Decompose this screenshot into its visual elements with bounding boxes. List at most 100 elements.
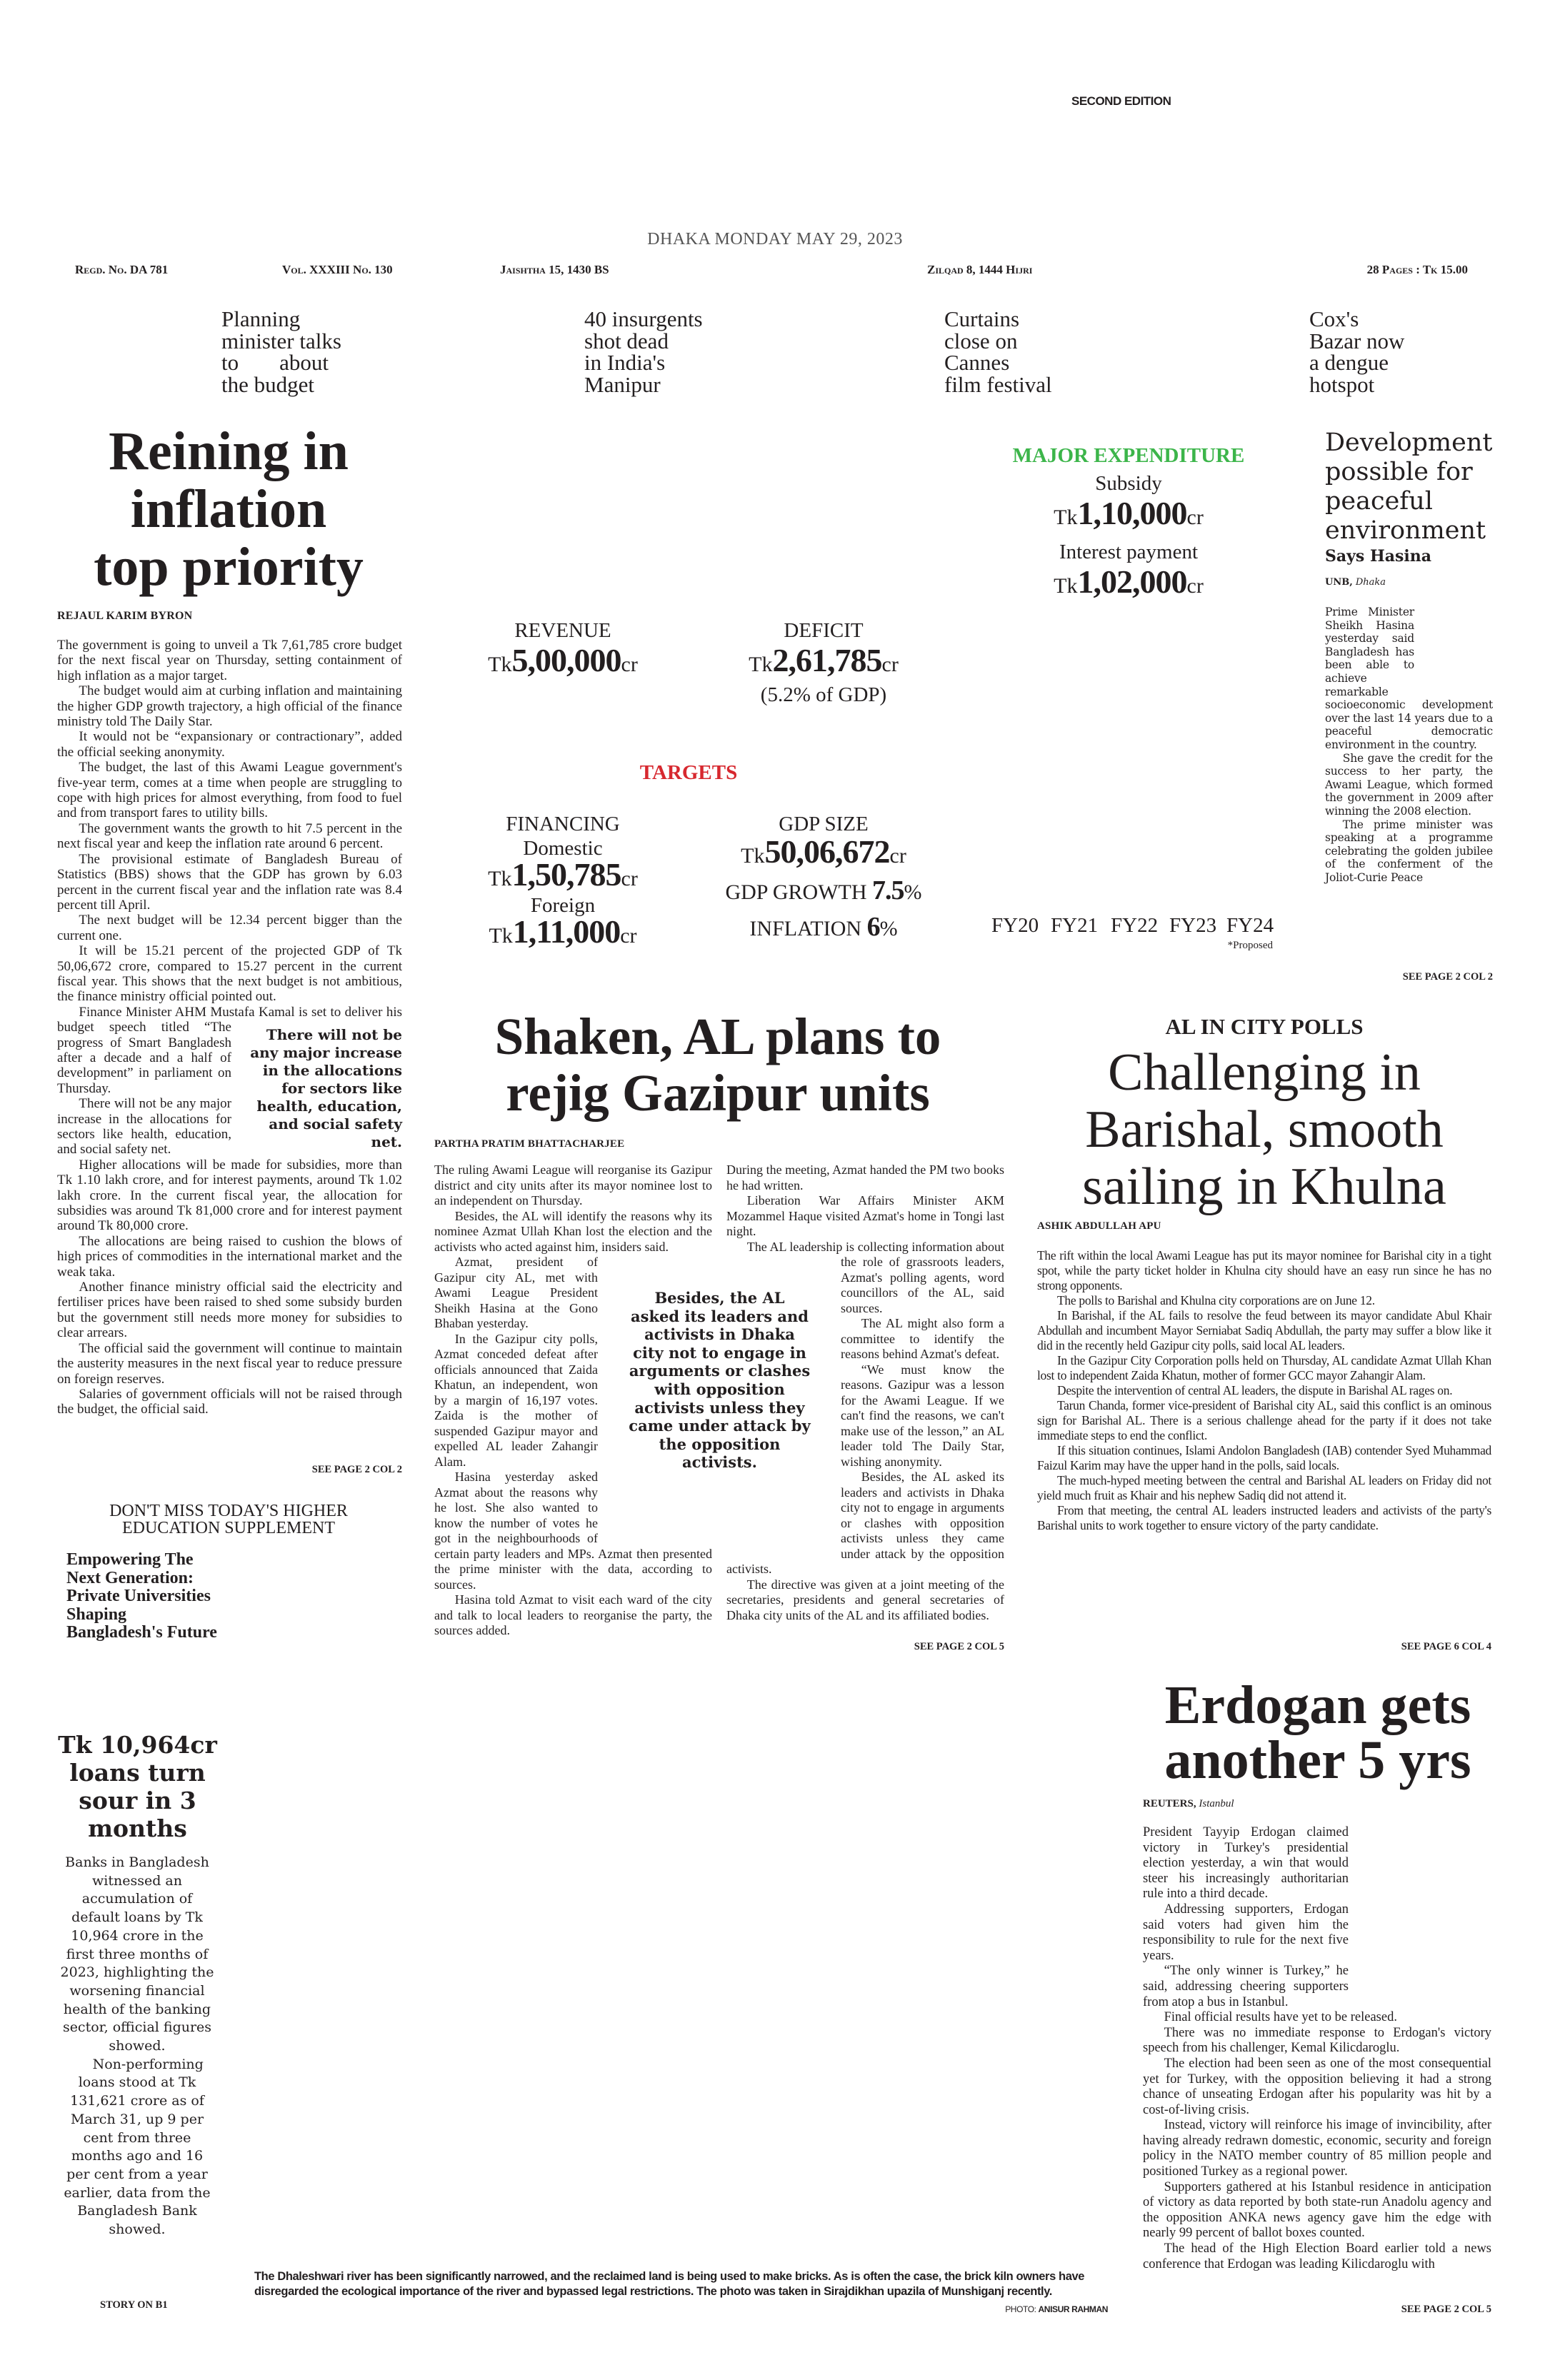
revenue-value: Tk5,00,000cr	[413, 643, 713, 683]
unit: %	[904, 880, 922, 904]
paragraph: The official said the government will co…	[57, 1340, 402, 1387]
polls-continued-link[interactable]: SEE PAGE 6 COL 4	[1401, 1641, 1491, 1652]
teaser-line: close on	[944, 328, 1018, 353]
paragraph: President Tayyip Erdogan claimed victory…	[1143, 1825, 1349, 1902]
polls-paragraphs: The rift within the local Awami League h…	[1037, 1248, 1491, 1533]
teaser-coxs-bazar[interactable]: Cox's Bazar now a dengue hotspot	[1309, 308, 1474, 396]
volume-number: Vol. XXXIII No. 130	[282, 263, 393, 276]
agency: UNB,	[1325, 577, 1353, 588]
unit: cr	[1186, 506, 1204, 529]
hasina-continued-link[interactable]: SEE PAGE 2 COL 2	[1402, 971, 1493, 983]
gazipur-continued-link[interactable]: SEE PAGE 2 COL 5	[914, 1641, 1004, 1652]
budget-pull-quote: There will not be any major increase in …	[250, 1026, 402, 1150]
paragraph: It would not be “expansionary or contrac…	[57, 729, 402, 760]
unit: cr	[620, 924, 637, 948]
headline-line: top priority	[94, 537, 364, 597]
unit: cr	[621, 653, 638, 676]
paragraph: In Barishal, if the AL fails to resolve …	[1037, 1308, 1491, 1352]
paragraph: Prime Minister Sheikh Hasina yesterday s…	[1325, 606, 1493, 751]
paragraph: Final official results have yet to be re…	[1164, 2010, 1397, 2025]
subsidy-label: Subsidy	[1095, 472, 1162, 495]
headline-line: Erdogan gets	[1164, 1675, 1471, 1735]
unit: cr	[889, 844, 906, 868]
currency-prefix: Tk	[1054, 574, 1078, 598]
inflation: INFLATION 6%	[674, 911, 974, 945]
paragraph: The AL might also form a committee to id…	[841, 1316, 1004, 1361]
gazipur-headline[interactable]: Shaken, AL plans to rejig Gazipur units	[443, 1008, 993, 1121]
teaser-line: 40 insurgents	[584, 306, 703, 331]
paragraph: Instead, victory will reinforce his imag…	[1143, 2118, 1491, 2179]
gdp-size-value: Tk50,06,672cr	[674, 835, 974, 872]
paragraph: Another finance ministry official said t…	[57, 1280, 402, 1341]
paragraph: During the meeting, Azmat handed the PM …	[726, 1163, 1004, 1192]
erdogan-continued-link[interactable]: SEE PAGE 2 COL 5	[1401, 2304, 1491, 2315]
loans-headline[interactable]: Tk 10,964cr loans turn sour in 3 months	[50, 1731, 225, 1842]
deficit-value: Tk2,61,785cr	[674, 643, 974, 683]
deficit-note: (5.2% of GDP)	[760, 683, 887, 706]
budget-body: There will not be any major increase in …	[57, 638, 402, 1417]
teaser-cannes[interactable]: Curtains close on Cannes film festival	[944, 308, 1109, 396]
supplement-title[interactable]: Empowering The Next Generation: Private …	[66, 1550, 217, 1642]
paragraph: Addressing supporters, Erdogan said vote…	[1143, 1902, 1349, 1963]
currency-prefix: Tk	[749, 653, 773, 676]
edition-label: SECOND EDITION	[1071, 94, 1171, 108]
budget-headline[interactable]: Reining in inflation top priority	[50, 423, 407, 596]
paragraph: Salaries of government officials will no…	[57, 1386, 402, 1417]
hasina-headline[interactable]: Development possible for peaceful enviro…	[1325, 428, 1493, 545]
teaser-line: film festival	[944, 371, 1052, 397]
place: Istanbul	[1199, 1798, 1234, 1809]
gazipur-byline: PARTHA PRATIM BHATTACHARJEE	[434, 1138, 625, 1150]
hasina-body: Prime Minister Sheikh Hasina yesterday s…	[1325, 606, 1493, 884]
headline-line: rejig Gazipur units	[506, 1064, 930, 1122]
supplement-title-line: Next Generation:	[66, 1568, 194, 1587]
revenue-label: REVENUE	[514, 619, 611, 642]
hasina-paragraphs: Prime Minister Sheikh Hasina yesterday s…	[1325, 606, 1493, 884]
bangla-date: Jaishtha 15, 1430 BS	[500, 263, 609, 276]
place: Dhaka	[1355, 577, 1386, 588]
interest-value: Tk1,02,000cr	[979, 564, 1279, 604]
hasina-dateline: UNB, Dhaka	[1325, 577, 1386, 588]
polls-headline[interactable]: Challenging in Barishal, smooth sailing …	[1029, 1044, 1500, 1215]
polls-body: The rift within the local Awami League h…	[1037, 1248, 1491, 1533]
unit: cr	[881, 653, 899, 676]
financing-panel: FINANCING Domestic Tk1,50,785cr Foreign …	[413, 812, 713, 950]
teaser-line: Cox's	[1309, 306, 1359, 331]
paragraph: The provisional estimate of Bangladesh B…	[57, 851, 402, 913]
loans-body: Banks in Bangladesh witnessed an accumul…	[59, 1854, 216, 2239]
amount: 5,00,000	[511, 642, 622, 678]
gazipur-column-1: The ruling Awami League will reorganise …	[434, 1163, 712, 1639]
subsidy-value: Tk1,10,000cr	[979, 496, 1279, 536]
paragraph: Besides, the AL asked its leaders and ac…	[726, 1470, 1004, 1576]
erdogan-paragraphs: President Tayyip Erdogan claimed victory…	[1143, 1825, 1491, 2272]
teaser-line: hotspot	[1309, 371, 1375, 397]
paragraph: If this situation continues, Islami Ando…	[1037, 1443, 1491, 1472]
loans-continued-link[interactable]: STORY ON B1	[100, 2299, 168, 2311]
currency-prefix: Tk	[489, 924, 513, 948]
teaser-planning-minister[interactable]: Planning minister talks to about the bud…	[221, 308, 386, 396]
amount: 7.5	[872, 875, 904, 905]
teaser-manipur[interactable]: 40 insurgents shot dead in India's Manip…	[584, 308, 749, 396]
polls-byline: ASHIK ABDULLAH APU	[1037, 1220, 1161, 1232]
budget-continued-link[interactable]: SEE PAGE 2 COL 2	[311, 1464, 402, 1475]
unit: %	[879, 917, 898, 940]
pages-price: 28 Pages : Tk 15.00	[1366, 263, 1468, 276]
deficit-panel: DEFICIT Tk2,61,785cr (5.2% of GDP)	[674, 618, 974, 707]
teaser-line: in India's	[584, 350, 666, 375]
paragraph: The polls to Barishal and Khulna city co…	[1057, 1293, 1375, 1307]
amount: 1,10,000	[1077, 495, 1188, 531]
dateline: DHAKA MONDAY MAY 29, 2023	[647, 230, 903, 248]
teaser-line: Bazar now	[1309, 328, 1405, 353]
erdogan-headline[interactable]: Erdogan gets another 5 yrs	[1143, 1678, 1493, 1788]
headline-line: Challenging in	[1108, 1043, 1421, 1102]
headline-line: loans turn	[69, 1759, 206, 1787]
photo-credit: PHOTO: ANISUR RAHMAN	[1005, 2302, 1108, 2317]
paragraph: Higher allocations will be made for subs…	[57, 1157, 402, 1234]
proposed-footnote: *Proposed	[1227, 940, 1273, 951]
currency-prefix: Tk	[741, 844, 765, 868]
photo-caption: The Dhaleshwari river has been significa…	[254, 2269, 1108, 2317]
supplement-title-line: Empowering The	[66, 1550, 194, 1569]
hijri-date: Zilqad 8, 1444 Hijri	[927, 263, 1033, 276]
foreign-label: Foreign	[530, 894, 596, 917]
currency-prefix: Tk	[1054, 506, 1078, 529]
paragraph: The directive was given at a joint meeti…	[726, 1577, 1004, 1622]
